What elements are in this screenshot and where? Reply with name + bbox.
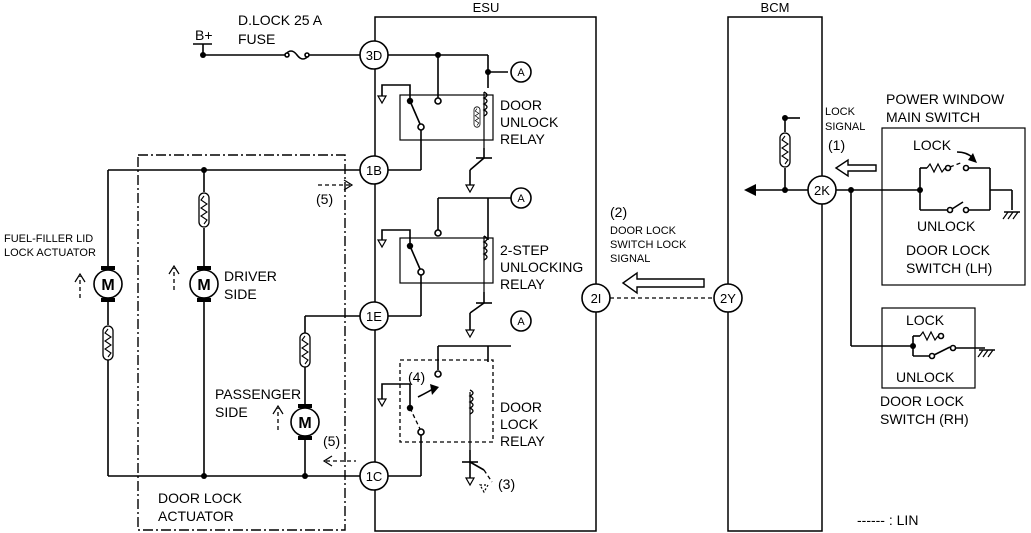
resistor-icon [198, 192, 210, 228]
svg-text:LOCK ACTUATOR: LOCK ACTUATOR [4, 247, 96, 259]
two-step-unlocking-relay [399, 237, 494, 284]
arrow-icon [168, 264, 180, 290]
fuse-label-1: D.LOCK 25 A [238, 12, 323, 28]
svg-text:SIGNAL: SIGNAL [825, 121, 865, 133]
arrow-icon [834, 158, 877, 178]
svg-text:RELAY: RELAY [500, 276, 546, 292]
svg-text:UNLOCK: UNLOCK [896, 369, 955, 385]
label-n3: (3) [498, 476, 515, 492]
arrow-icon [318, 179, 354, 191]
arrow-icon [272, 404, 284, 430]
svg-text:2-STEP: 2-STEP [500, 242, 549, 258]
svg-text:DRIVER: DRIVER [224, 268, 277, 284]
door-unlock-relay [399, 94, 494, 141]
resistor-icon [299, 332, 311, 368]
svg-text:1C: 1C [366, 469, 383, 484]
label-n4: (4) [408, 369, 425, 385]
svg-text:M: M [197, 277, 210, 294]
bcm-label: BCM [761, 0, 790, 15]
fuse-label-2: FUSE [238, 31, 275, 47]
arrow-icon [744, 184, 756, 196]
svg-text:SWITCH (LH): SWITCH (LH) [906, 260, 992, 276]
svg-text:M: M [298, 415, 311, 432]
svg-text:FUEL-FILLER LID: FUEL-FILLER LID [4, 233, 93, 245]
terminal-a-3 [510, 310, 532, 332]
label-n5-top: (5) [316, 191, 333, 207]
svg-text:1B: 1B [366, 163, 382, 178]
svg-text:RELAY: RELAY [500, 433, 546, 449]
power-window-main-switch [881, 127, 1026, 286]
svg-text:DOOR LOCK: DOOR LOCK [880, 393, 965, 409]
arrow-icon [74, 272, 86, 298]
svg-text:3D: 3D [366, 48, 383, 63]
door-lock-relay [399, 359, 494, 443]
svg-text:UNLOCK: UNLOCK [500, 114, 559, 130]
svg-text:SIGNAL: SIGNAL [610, 253, 650, 265]
label-n2: (2) [610, 204, 627, 220]
arrow-icon [621, 271, 705, 295]
resistor-icon [779, 132, 791, 168]
svg-text:DOOR: DOOR [500, 97, 542, 113]
label-n5-bottom: (5) [323, 433, 340, 449]
svg-text:UNLOCK: UNLOCK [917, 218, 976, 234]
resistor-icon [102, 325, 114, 361]
svg-text:1E: 1E [366, 309, 382, 324]
svg-text:2Y: 2Y [720, 291, 736, 306]
svg-text:SIDE: SIDE [215, 404, 248, 420]
svg-text:ACTUATOR: ACTUATOR [158, 508, 234, 524]
terminal-2y [713, 283, 743, 313]
motor-icon-driver: M [189, 266, 219, 302]
label-n1: (1) [828, 137, 845, 153]
ground-icon [1002, 211, 1021, 220]
svg-text:2I: 2I [591, 291, 602, 306]
svg-text:M: M [101, 277, 114, 294]
ground-icon [977, 349, 996, 358]
svg-text:POWER WINDOW: POWER WINDOW [886, 91, 1005, 107]
svg-text:SWITCH LOCK: SWITCH LOCK [610, 239, 687, 251]
svg-text:SIDE: SIDE [224, 286, 257, 302]
svg-text:A: A [517, 193, 525, 205]
svg-text:DOOR LOCK: DOOR LOCK [158, 490, 243, 506]
bcm-module [727, 16, 823, 532]
svg-text:UNLOCKING: UNLOCKING [500, 259, 583, 275]
arrow-icon [322, 455, 356, 467]
svg-text:A: A [517, 67, 525, 79]
svg-text:RELAY: RELAY [500, 131, 546, 147]
fuse-icon [284, 50, 310, 60]
door-lock-actuator-boundary [137, 154, 346, 531]
legend-lin: ------ : LIN [857, 512, 918, 528]
svg-text:2K: 2K [814, 183, 830, 198]
bplus-label: B+ [195, 27, 213, 43]
esu-label: ESU [473, 0, 500, 15]
motor-icon-passenger: M [290, 404, 320, 440]
svg-text:LOCK: LOCK [825, 106, 856, 118]
terminal-3d [359, 40, 389, 70]
svg-text:MAIN SWITCH: MAIN SWITCH [886, 109, 980, 125]
svg-text:DOOR LOCK: DOOR LOCK [610, 225, 677, 237]
svg-text:DOOR: DOOR [500, 399, 542, 415]
motor-icon-fuel-filler: M [93, 266, 123, 302]
svg-text:DOOR LOCK: DOOR LOCK [906, 242, 991, 258]
terminal-a-1 [510, 61, 532, 83]
svg-text:A: A [517, 316, 525, 328]
svg-text:LOCK: LOCK [906, 312, 945, 328]
svg-text:SWITCH (RH): SWITCH (RH) [880, 411, 969, 427]
svg-text:PASSENGER: PASSENGER [215, 386, 301, 402]
svg-text:LOCK: LOCK [500, 416, 539, 432]
svg-text:LOCK: LOCK [913, 137, 952, 153]
